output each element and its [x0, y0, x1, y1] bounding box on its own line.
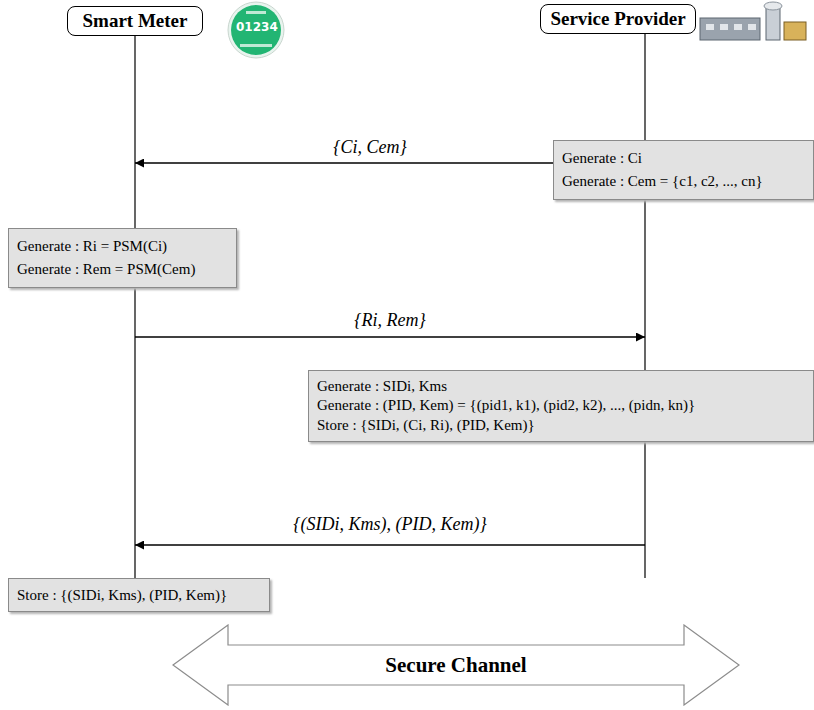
meter-rim: [228, 2, 284, 58]
meter-display: 01234: [236, 20, 276, 34]
power-plant-icon: [700, 2, 806, 40]
meter-bar: [240, 44, 272, 47]
process-step: Generate : Ri = PSM(Ci): [17, 238, 228, 255]
process-box: Store : {(SIDi, Kms), (PID, Kem)}: [8, 578, 270, 612]
process-box: Generate : Ri = PSM(Ci) Generate : Rem = …: [8, 228, 237, 288]
process-step: Generate : SIDi, Kms: [317, 378, 805, 395]
message-arrow: [135, 544, 645, 545]
process-step: Generate : Cem = {c1, c2, ..., cn}: [562, 173, 805, 190]
channel-label: Secure Channel: [385, 653, 526, 678]
plant-building: [700, 18, 760, 40]
double-arrow-shape: [173, 625, 739, 705]
message-label: {Ri, Rem}: [351, 310, 428, 331]
actor-name: Service Provider: [550, 8, 685, 30]
message-arrow: [135, 162, 553, 163]
process-box: Generate : SIDi, KmsGenerate : (PID, Kem…: [308, 370, 814, 442]
plant-tank: [784, 22, 806, 40]
plant-window: [734, 24, 742, 30]
smart-meter-icon: [228, 2, 284, 58]
plant-window: [720, 24, 728, 30]
process-step: Generate : Rem = PSM(Cem): [17, 261, 228, 278]
process-step: Generate : Ci: [562, 150, 805, 167]
meter-bar: [246, 11, 266, 14]
message-arrow: [135, 336, 645, 337]
plant-tower: [766, 6, 780, 40]
plant-window: [748, 24, 756, 30]
process-step: Store : {SIDi, (Ci, Ri), (PID, Kem)}: [317, 417, 805, 434]
lifeline: [644, 34, 645, 578]
process-step: Generate : (PID, Kem) = {(pid1, k1), (pi…: [317, 397, 805, 414]
plant-window: [706, 24, 714, 30]
lifeline: [134, 36, 135, 578]
meter-face: [231, 5, 281, 55]
process-step: Store : {(SIDi, Kms), (PID, Kem)}: [17, 587, 261, 604]
plant-steam: [764, 2, 782, 10]
process-box: Generate : Ci Generate : Cem = {c1, c2, .…: [553, 140, 814, 200]
actor-name: Smart Meter: [83, 10, 188, 32]
message-label: {Ci, Cem}: [330, 137, 409, 158]
double-arrow-band: Secure Channel: [172, 624, 740, 706]
message-label: {(SIDi, Kms), (PID, Kem)}: [290, 514, 489, 535]
actor-box: Service Provider: [540, 4, 696, 34]
actor-box: Smart Meter: [67, 6, 203, 36]
